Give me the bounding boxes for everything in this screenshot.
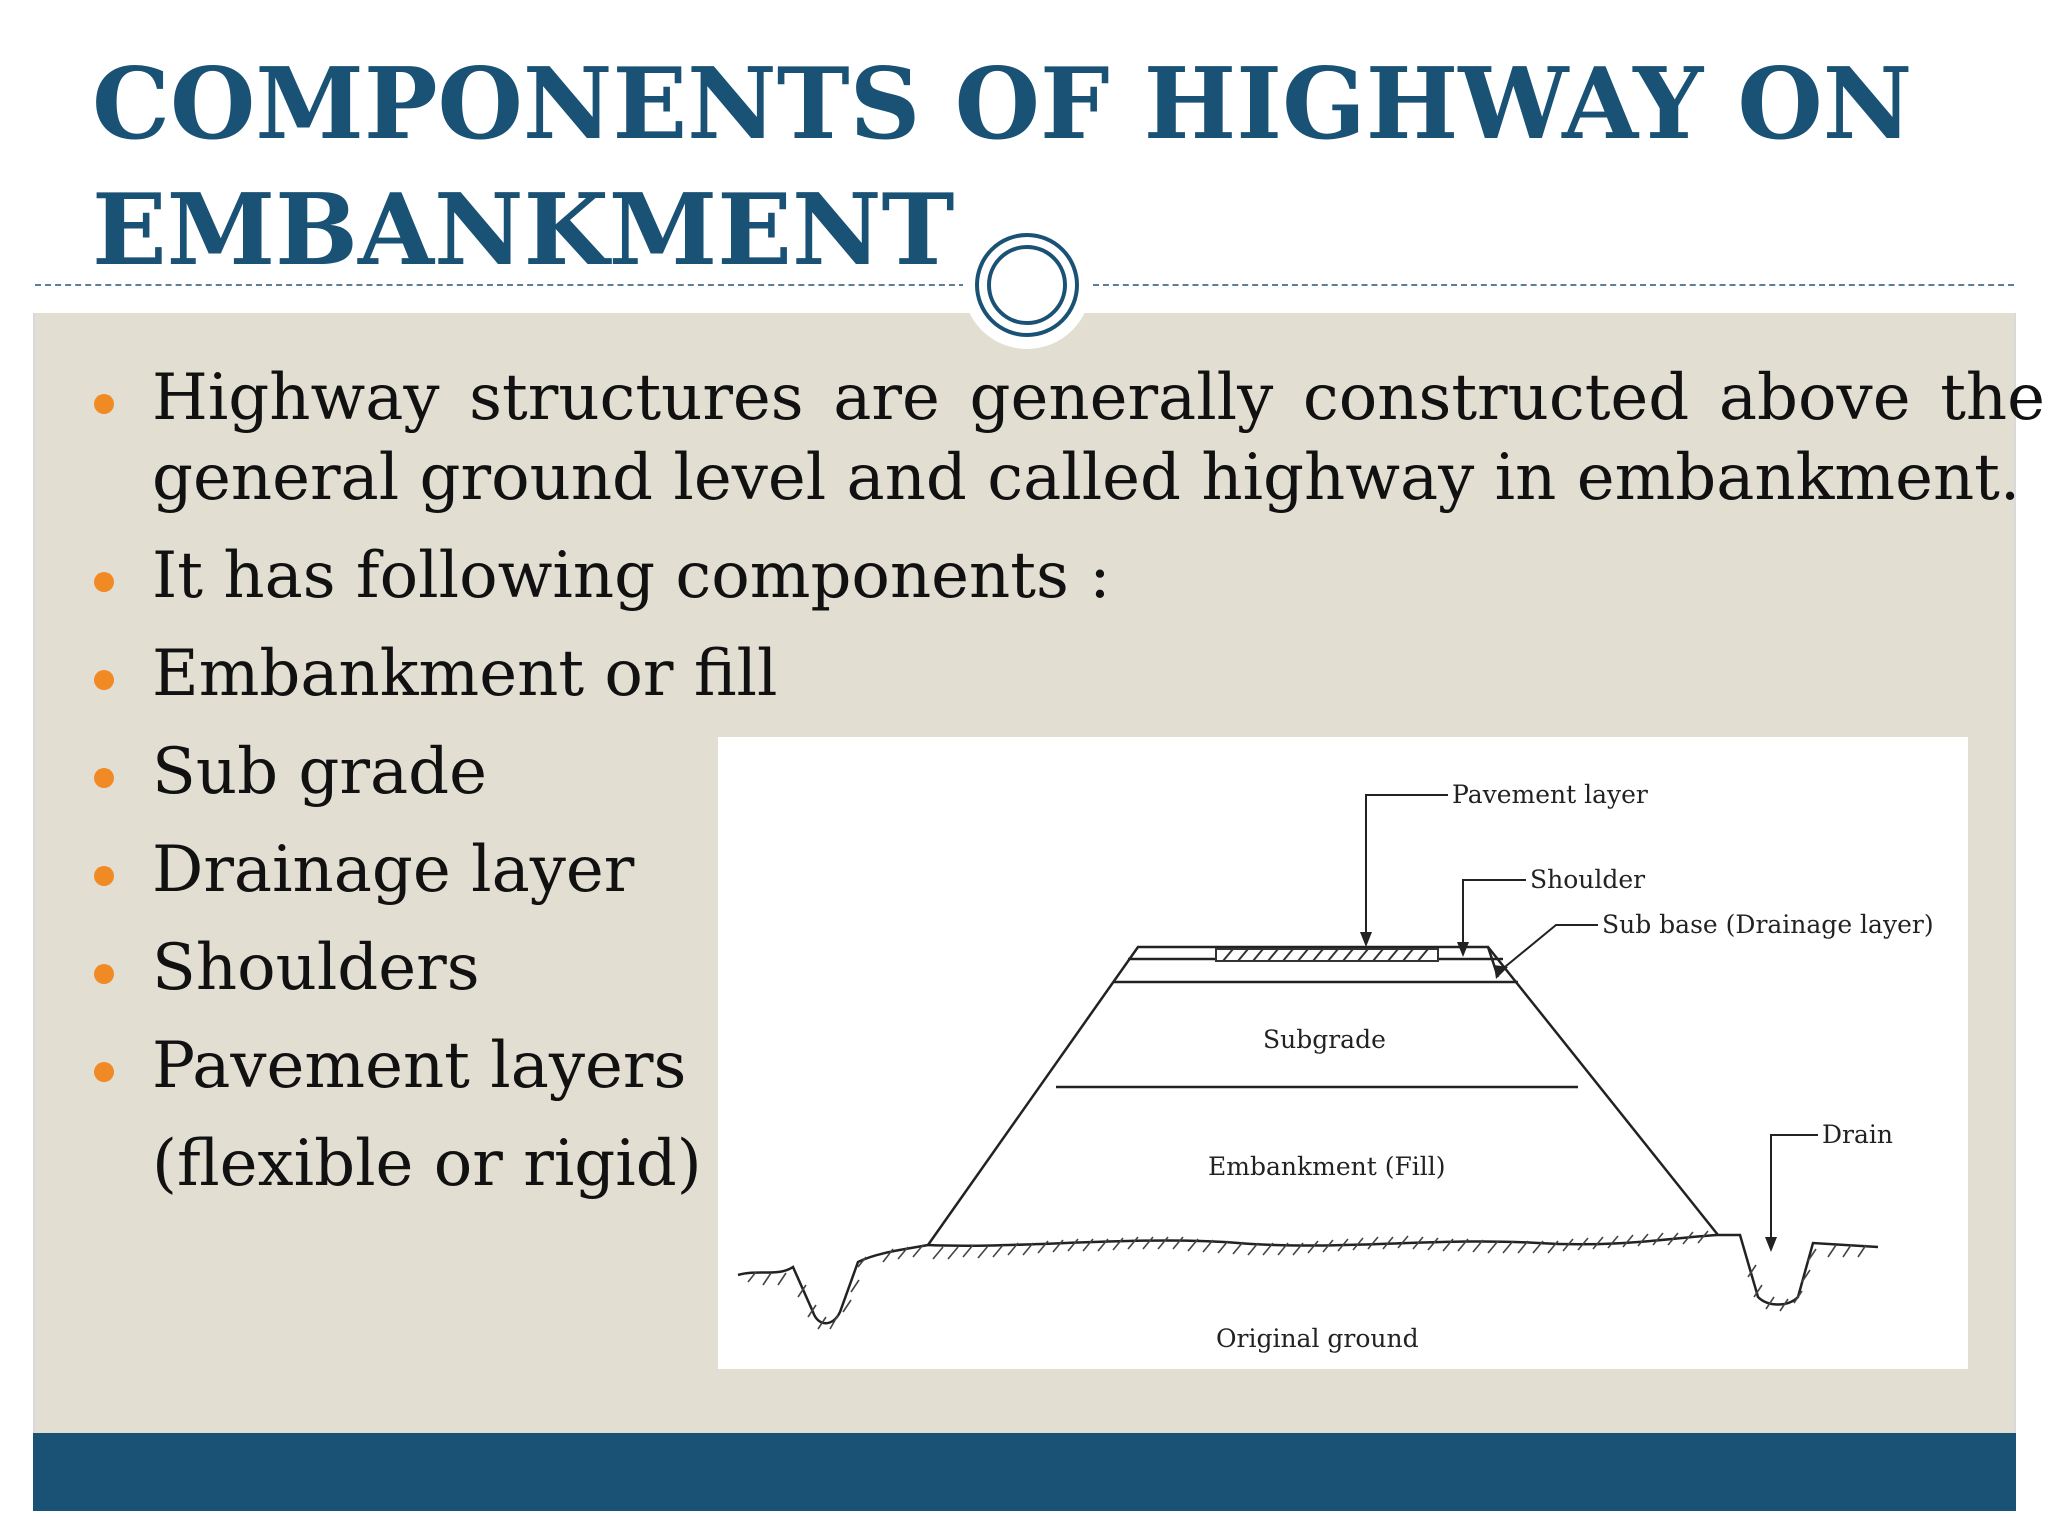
title-divider-right bbox=[1093, 284, 2014, 286]
bullet-dot-icon bbox=[94, 964, 114, 984]
bullet-dot-icon bbox=[94, 866, 114, 886]
footer-bar bbox=[33, 1433, 2016, 1511]
bullet-text-7: Pavement layers bbox=[152, 1029, 687, 1103]
leader-arrowheads bbox=[1360, 932, 1777, 1252]
label-original-ground: Original ground bbox=[1216, 1324, 1419, 1353]
bullet-dot-icon bbox=[94, 572, 114, 592]
bullet-text-7-line-2: (flexible or rigid) bbox=[152, 1127, 702, 1201]
title-line-2: EMBANKMENT bbox=[92, 173, 955, 288]
bullet-text-3: Embankment or fill bbox=[152, 637, 778, 711]
bullet-text-6: Shoulders bbox=[152, 931, 480, 1005]
bullet-text-1: Highway structures are generally constru… bbox=[152, 361, 2045, 435]
embankment-cross-section-svg: Pavement layer Shoulder Sub base (Draina… bbox=[737, 780, 1934, 1353]
ring-ornament-inner-icon bbox=[987, 245, 1067, 325]
label-shoulder: Shoulder bbox=[1530, 865, 1645, 894]
label-embankment-fill: Embankment (Fill) bbox=[1208, 1152, 1446, 1181]
ground-hatch bbox=[747, 1230, 1867, 1330]
label-drain: Drain bbox=[1822, 1120, 1893, 1149]
title-divider-left bbox=[35, 284, 965, 286]
bullet-dot-icon bbox=[94, 670, 114, 690]
bullet-dot-icon bbox=[94, 768, 114, 788]
slide-title: COMPONENTS OF HIGHWAY ON EMBANKMENT bbox=[92, 42, 1942, 294]
title-line-1: COMPONENTS OF HIGHWAY ON bbox=[92, 47, 1913, 162]
bullet-dot-icon bbox=[94, 1062, 114, 1082]
label-sub-base: Sub base (Drainage layer) bbox=[1602, 910, 1934, 939]
bullet-text-1-line-2: general ground level and called highway … bbox=[152, 441, 2021, 515]
ground-profile bbox=[737, 1233, 1879, 1325]
embankment-outline bbox=[926, 945, 1719, 1246]
bullet-text-4: Sub grade bbox=[152, 735, 487, 809]
bullet-text-5: Drainage layer bbox=[152, 833, 635, 907]
pavement-layer-hatch bbox=[1215, 948, 1439, 962]
bullet-text-2: It has following components : bbox=[152, 539, 1111, 613]
bullet-dot-icon bbox=[94, 394, 114, 414]
label-pavement-layer: Pavement layer bbox=[1452, 780, 1648, 809]
leader-lines bbox=[1365, 794, 1818, 1249]
embankment-diagram: Pavement layer Shoulder Sub base (Draina… bbox=[718, 737, 1968, 1369]
label-subgrade: Subgrade bbox=[1263, 1025, 1386, 1054]
